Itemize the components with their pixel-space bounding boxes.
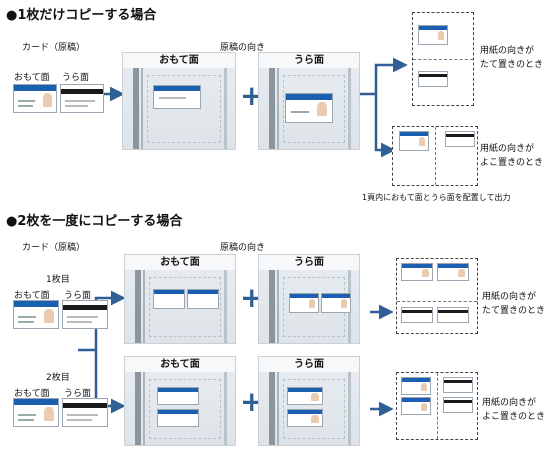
result-landscape-s1: 用紙の向きが よこ置きのとき — [480, 142, 543, 170]
result-portrait-s2-line1: 用紙の向きが — [482, 292, 537, 302]
glass-s2-back-bottom-caption: うら面 — [259, 357, 359, 372]
glass-s2-front-top-caption: おもて面 — [125, 255, 235, 270]
glass-s2-back-top-caption: うら面 — [259, 255, 359, 270]
plus-icon: + — [240, 79, 264, 112]
section2-title: ●2枚を一度にコピーする場合 — [6, 214, 183, 229]
card1-back-label: うら面 — [64, 291, 92, 301]
card1-back — [62, 300, 108, 329]
output-landscape-paper — [392, 126, 478, 186]
card2-back-label: うら面 — [64, 389, 92, 399]
card2-back — [62, 398, 108, 427]
section1-orientation-label: 原稿の向き — [220, 43, 266, 53]
section2-orientation-label: 原稿の向き — [220, 243, 266, 253]
section2-card-label: カード（原稿） — [22, 243, 86, 253]
glass-s2-back-bottom: うら面 — [258, 356, 360, 446]
plus-icon: + — [240, 281, 264, 314]
glass-back: うら面 — [258, 52, 360, 150]
card1-front-label: おもて面 — [14, 291, 50, 301]
glass-back-card — [285, 93, 333, 123]
glass-s2-back-top: うら面 — [258, 254, 360, 344]
glass-s2-front-top: おもて面 — [124, 254, 236, 344]
output-s2-portrait-paper — [396, 258, 478, 334]
section1-card-label: カード（原稿） — [22, 43, 86, 53]
plus-icon: + — [240, 385, 264, 418]
glass-front: おもて面 — [122, 52, 236, 150]
result-portrait-line1: 用紙の向きが — [480, 46, 535, 56]
glass-front-card — [153, 85, 201, 109]
result-landscape-line2: よこ置きのとき — [480, 158, 544, 168]
glass-s2-front-bottom-caption: おもて面 — [125, 357, 235, 372]
glass-s2-front-bottom: おもて面 — [124, 356, 236, 446]
result-landscape-s2-line2: よこ置きのとき — [482, 412, 546, 422]
section1-front-label: おもて面 — [14, 73, 50, 83]
result-portrait-s1: 用紙の向きが たて置きのとき — [480, 44, 543, 72]
output-note: 1頁内におもて面とうら面を配置して出力 — [362, 193, 511, 202]
result-landscape-line1: 用紙の向きが — [480, 144, 535, 154]
result-landscape-s2: 用紙の向きが よこ置きのとき — [482, 396, 545, 424]
glass-back-caption: うら面 — [259, 53, 359, 68]
card-back — [60, 84, 104, 113]
output-s2-landscape-paper — [396, 372, 478, 440]
glass-front-caption: おもて面 — [123, 53, 235, 68]
result-landscape-s2-line1: 用紙の向きが — [482, 398, 537, 408]
card-front — [13, 84, 57, 113]
card2-front — [13, 398, 59, 427]
result-portrait-s2: 用紙の向きが たて置きのとき — [482, 290, 545, 318]
result-portrait-line2: たて置きのとき — [480, 60, 544, 70]
card2-front-label: おもて面 — [14, 389, 50, 399]
section1-title: ●1枚だけコピーする場合 — [6, 8, 157, 23]
output-portrait-paper — [412, 12, 474, 106]
card1-front — [13, 300, 59, 329]
section1-back-label: うら面 — [62, 73, 90, 83]
card2-label: 2枚目 — [46, 373, 70, 383]
result-portrait-s2-line2: たて置きのとき — [482, 306, 546, 316]
card1-label: 1枚目 — [46, 275, 70, 285]
